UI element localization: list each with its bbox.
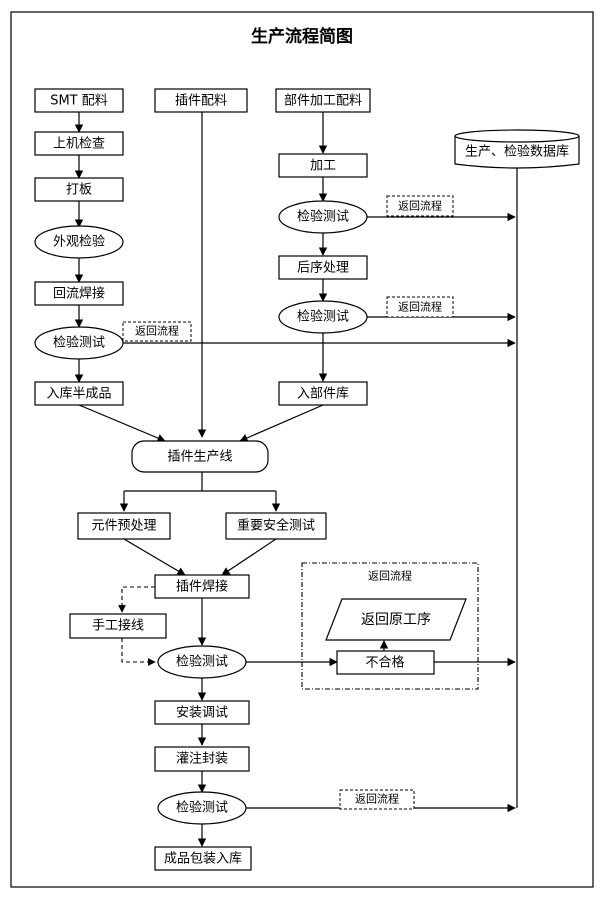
manual-wire-loop — [118, 586, 156, 666]
label-parts-stock: 入部件库 — [297, 386, 349, 402]
arrow-manual-to-test — [121, 638, 156, 666]
nodes — [34, 88, 580, 871]
node-smt — [34, 88, 124, 113]
node-labels: SMT 配料 插件配料 部件加工配料 生产、检验数据库 上机检查 打板 加工 外… — [46, 94, 569, 867]
return-box-smt — [122, 321, 192, 342]
node-database-top — [454, 129, 580, 143]
node-parts-material — [275, 88, 371, 113]
node-test-final — [157, 791, 247, 825]
label-test-final: 检验测试 — [176, 800, 228, 816]
label-post-process: 后序处理 — [297, 261, 349, 276]
label-safety-test: 重要安全测试 — [237, 518, 315, 534]
node-install-debug — [154, 700, 250, 725]
fail-group-frame — [301, 562, 479, 690]
label-semi-stock: 入库半成品 — [46, 386, 111, 402]
node-machining — [278, 153, 368, 178]
node-database-body — [454, 136, 580, 169]
label-machining: 加工 — [310, 159, 336, 174]
label-plugin-material: 插件配料 — [175, 94, 227, 109]
node-test-parts-1 — [278, 200, 368, 234]
label-onboard-check: 上机检查 — [53, 137, 105, 152]
node-onboard-check — [34, 131, 124, 156]
label-test-main: 检验测试 — [176, 654, 228, 670]
arrow-semistock-to-line — [78, 404, 166, 442]
label-parts-material: 部件加工配料 — [284, 94, 362, 109]
arrow-safety-to-weld — [221, 538, 277, 576]
arrow-weld-to-manual — [118, 586, 155, 613]
node-plugin-material — [154, 88, 248, 113]
node-board — [34, 177, 124, 202]
label-return-smt: 返回流程 — [135, 324, 179, 338]
node-plugin-weld — [154, 574, 250, 599]
label-install-debug: 安装调试 — [176, 706, 228, 721]
node-pretreat — [77, 512, 171, 540]
label-return-parts-2: 返回流程 — [398, 300, 442, 314]
node-safety-test — [225, 512, 327, 540]
arrow-partsstock-to-line — [239, 404, 324, 442]
label-pretreat: 元件预处理 — [91, 519, 156, 534]
label-reflow: 回流焊接 — [53, 286, 105, 302]
node-fail — [336, 650, 435, 675]
label-database: 生产、检验数据库 — [465, 144, 569, 160]
label-test-parts-1: 检验测试 — [297, 209, 349, 225]
arrow-pretreat-to-weld — [123, 538, 186, 576]
label-return-original: 返回原工序 — [361, 612, 431, 628]
diagram-title: 生产流程简图 — [251, 26, 353, 47]
return-box-parts-2 — [386, 296, 454, 318]
label-potting: 灌注封装 — [176, 752, 228, 767]
return-boxes — [122, 195, 454, 810]
label-board: 打板 — [66, 183, 92, 198]
node-reflow — [34, 281, 124, 306]
return-box-parts-1 — [386, 195, 454, 217]
node-potting — [154, 746, 250, 772]
label-package-stock: 成品包装入库 — [164, 851, 242, 867]
label-return-final: 返回流程 — [355, 792, 399, 806]
label-visual-check: 外观检验 — [53, 234, 105, 250]
node-test-main — [157, 645, 247, 679]
node-post-process — [278, 255, 368, 280]
label-test-smt: 检验测试 — [53, 335, 105, 351]
label-test-parts-2: 检验测试 — [297, 309, 349, 325]
return-box-final — [339, 789, 415, 810]
node-visual-check — [34, 225, 124, 259]
node-semi-stock — [34, 381, 124, 406]
node-test-smt — [34, 326, 124, 360]
node-test-parts-2 — [278, 300, 368, 334]
label-plugin-line: 插件生产线 — [167, 450, 232, 465]
node-plugin-line — [131, 440, 269, 473]
return-labels: 返回流程 返回流程 返回流程 返回流程 返回流程 — [135, 199, 442, 806]
label-fail: 不合格 — [365, 655, 404, 671]
label-plugin-weld: 插件焊接 — [176, 579, 228, 595]
node-manual-wire — [69, 613, 167, 639]
node-package-stock — [154, 846, 252, 871]
label-return-parts-1: 返回流程 — [398, 199, 442, 213]
label-return-fail-group: 返回流程 — [368, 569, 412, 583]
label-manual-wire: 手工接线 — [92, 618, 144, 634]
node-parts-stock — [278, 381, 368, 406]
connectors — [74, 112, 518, 847]
node-return-original — [325, 598, 467, 641]
label-smt: SMT 配料 — [50, 94, 108, 109]
